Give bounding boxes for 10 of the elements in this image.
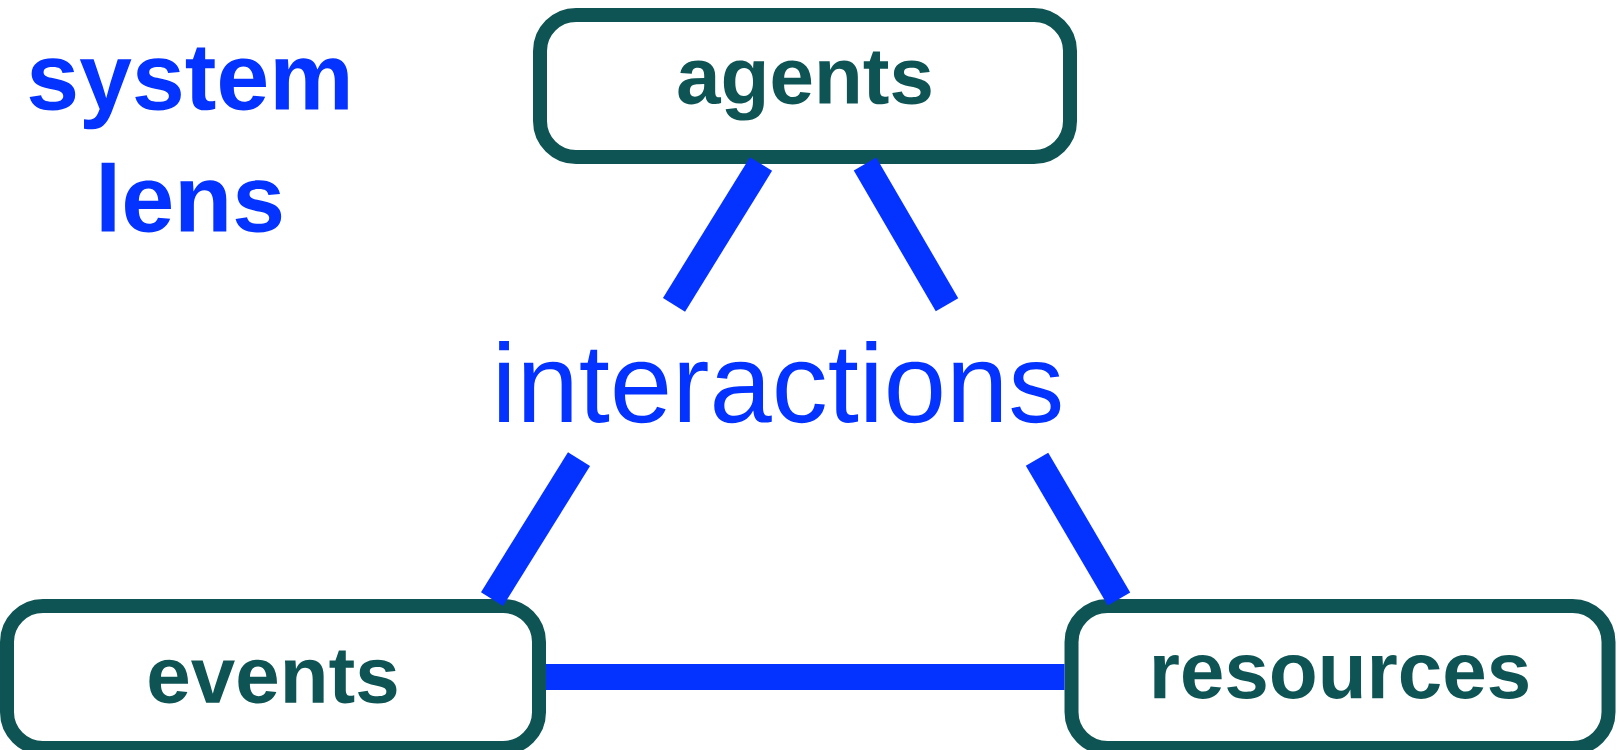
connector-line xyxy=(853,157,959,312)
text-label: system lens xyxy=(29,47,348,233)
label-box: agents xyxy=(533,8,1077,164)
label-box: resources xyxy=(1064,599,1616,750)
connector-line xyxy=(546,664,1065,690)
connector-line xyxy=(1025,452,1131,606)
center-text: interactions xyxy=(499,340,1061,424)
connector-line xyxy=(662,157,773,312)
label-box: events xyxy=(0,599,546,750)
connector-line xyxy=(480,452,591,606)
